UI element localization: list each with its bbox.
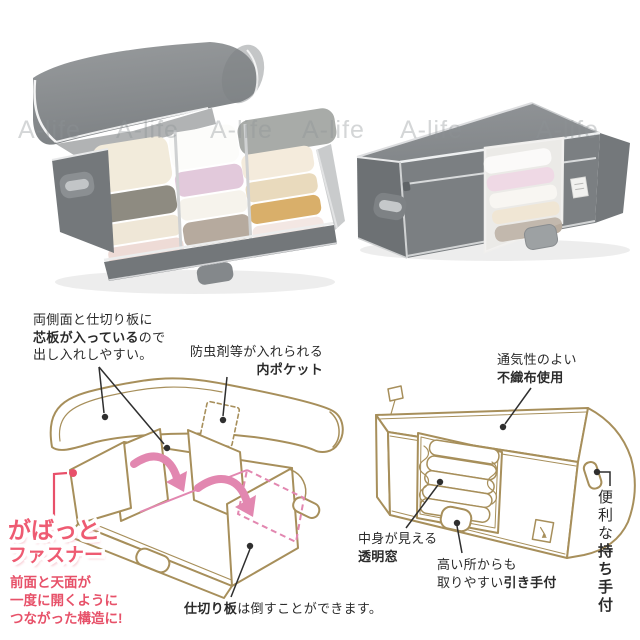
open-box-photo bbox=[33, 42, 345, 294]
callout-dot bbox=[246, 542, 254, 550]
callout-dot bbox=[593, 468, 601, 476]
annotation-breathable-fabric: 通気性のよい 不織布使用 bbox=[497, 352, 577, 385]
box-top-face bbox=[357, 103, 600, 162]
callout-dot bbox=[163, 444, 171, 452]
side-handle bbox=[373, 192, 407, 221]
fold-arrow-icon bbox=[130, 452, 187, 492]
window-clothes bbox=[483, 148, 563, 242]
callout-dot bbox=[101, 413, 109, 421]
closed-box-photo bbox=[356, 102, 630, 261]
callout-dot bbox=[219, 416, 227, 424]
pull-tab-drawing bbox=[439, 505, 473, 533]
left-wall bbox=[69, 441, 132, 525]
lid-trim bbox=[33, 79, 57, 143]
annotation-window-note: 中身が見える 透明窓 bbox=[358, 531, 438, 564]
closed-box-line-art bbox=[375, 385, 636, 559]
divider-edge bbox=[243, 123, 253, 245]
fold-arrow-icon bbox=[194, 475, 256, 517]
side-handle-drawing bbox=[292, 496, 321, 519]
zipper-pull bbox=[402, 181, 411, 192]
background-sweater bbox=[237, 108, 337, 156]
tag-drawing bbox=[531, 518, 555, 544]
annotation-gabatto-fastener: がばっとがばっと ファスナーファスナー bbox=[4, 515, 106, 569]
callout-dot bbox=[499, 423, 507, 431]
lid-roll-line bbox=[329, 411, 340, 448]
box-front-strip bbox=[104, 225, 337, 281]
callout-dot bbox=[69, 469, 77, 477]
callout-dot bbox=[436, 478, 444, 486]
front-pull-tab bbox=[196, 262, 234, 285]
annotation-core-board: 両側面と仕切り板に 芯板が入っているので 出し入れしやすい。 bbox=[33, 312, 166, 362]
divider-edge bbox=[173, 129, 183, 251]
annotation-carry-handle-note: 便利な持ち手付 bbox=[596, 489, 613, 615]
box-side-panel bbox=[52, 149, 114, 253]
box-right-end bbox=[595, 133, 630, 223]
box-shadow bbox=[55, 270, 335, 294]
open-lid bbox=[33, 42, 259, 145]
gabatto-callout bbox=[52, 469, 77, 516]
front-pull-tab bbox=[523, 223, 559, 251]
zipper-pull-drawing bbox=[387, 385, 404, 402]
side-handle bbox=[59, 171, 95, 199]
front-pull-tab-drawing bbox=[135, 547, 171, 574]
annotation-inner-pocket: 防虫剤等が入れられる 内ポケット bbox=[190, 344, 324, 377]
annotation-divider-note: 仕切り板は倒すことができます。 bbox=[184, 601, 383, 616]
callout-dot bbox=[453, 519, 461, 527]
annotation-pull-handle-note: 高い所からも 取りやすい引き手付 bbox=[437, 557, 557, 590]
annotation-gabatto-description: 前面と天面が 一度に開くように つながった構造に! bbox=[10, 575, 123, 626]
product-tag bbox=[570, 176, 589, 199]
callout-lines bbox=[98, 366, 611, 598]
